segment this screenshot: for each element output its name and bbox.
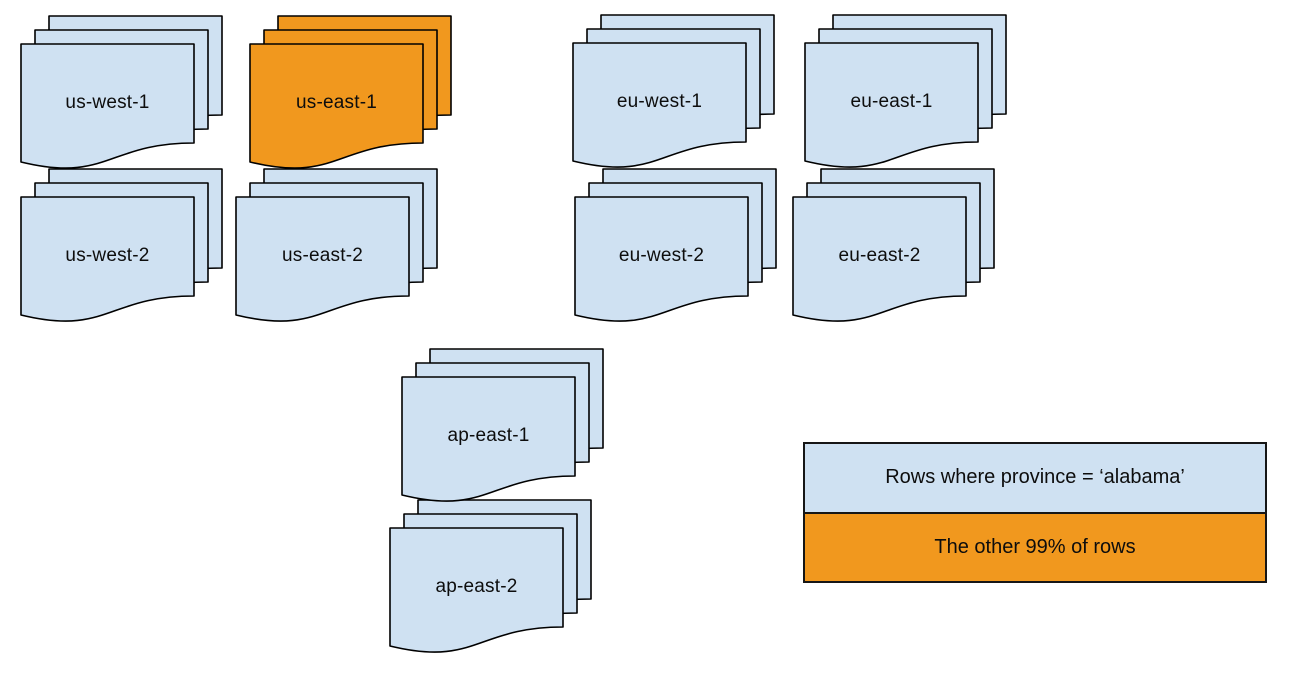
document-stack-icon	[572, 14, 775, 168]
document-stack-icon	[401, 348, 604, 502]
document-sheet-front	[20, 43, 195, 169]
document-sheet-front	[804, 42, 979, 168]
legend: Rows where province = ‘alabama’ The othe…	[803, 442, 1267, 583]
stack-us-west-2: us-west-2	[19, 167, 225, 327]
document-sheet-front	[572, 42, 747, 168]
stack-eu-west-2: eu-west-2	[573, 167, 779, 327]
legend-label-alabama: Rows where province = ‘alabama’	[885, 466, 1185, 489]
stack-ap-east-2: ap-east-2	[388, 498, 594, 658]
document-sheet-front	[792, 196, 967, 322]
document-stack-icon	[249, 15, 452, 169]
stack-us-west-1: us-west-1	[19, 14, 225, 174]
document-sheet-front	[20, 196, 195, 322]
stack-eu-west-1: eu-west-1	[571, 13, 777, 173]
document-sheet-front	[389, 527, 564, 653]
legend-row-other: The other 99% of rows	[805, 511, 1265, 581]
stack-ap-east-1: ap-east-1	[400, 347, 606, 507]
document-stack-icon	[20, 15, 223, 169]
stack-eu-east-1: eu-east-1	[803, 13, 1009, 173]
stack-eu-east-2: eu-east-2	[791, 167, 997, 327]
legend-label-other: The other 99% of rows	[934, 535, 1136, 558]
stack-us-east-2: us-east-2	[234, 167, 440, 327]
stack-us-east-1: us-east-1	[248, 14, 454, 174]
document-sheet-front	[249, 43, 424, 169]
document-stack-icon	[804, 14, 1007, 168]
document-stack-icon	[20, 168, 223, 322]
document-sheet-front	[235, 196, 410, 322]
document-stack-icon	[574, 168, 777, 322]
legend-row-alabama: Rows where province = ‘alabama’	[805, 444, 1265, 512]
document-sheet-front	[401, 376, 576, 502]
document-stack-icon	[389, 499, 592, 653]
document-stack-icon	[792, 168, 995, 322]
document-stack-icon	[235, 168, 438, 322]
document-sheet-front	[574, 196, 749, 322]
